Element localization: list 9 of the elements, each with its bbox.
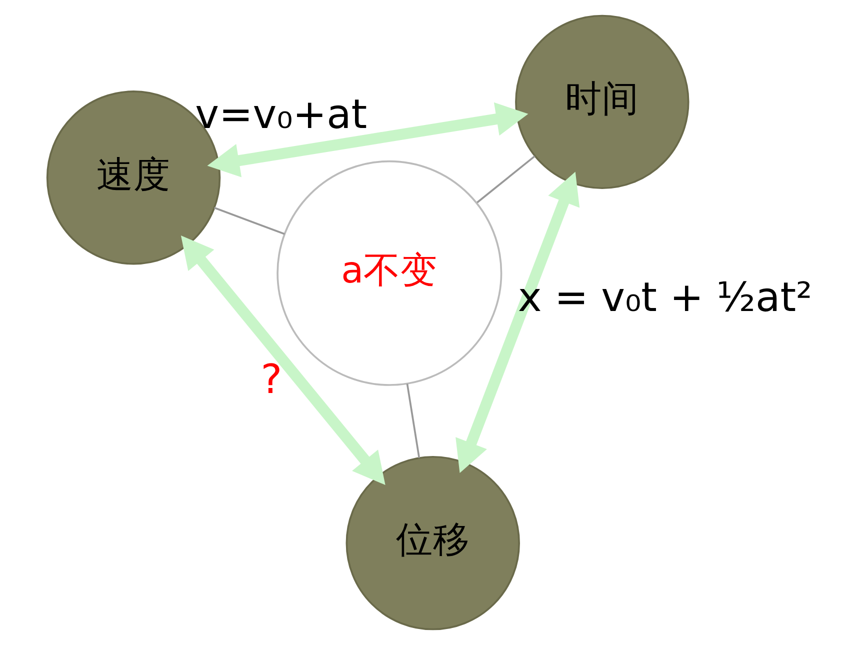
node-circle: 时间	[515, 14, 690, 190]
connector	[214, 206, 285, 235]
arrow	[456, 172, 580, 473]
arrow	[207, 102, 528, 178]
arrow	[180, 236, 386, 486]
node-circle: 位移	[346, 456, 520, 630]
edge-label: x = v₀t + ½at²	[518, 274, 812, 322]
connector	[476, 155, 536, 204]
connector	[406, 384, 420, 458]
